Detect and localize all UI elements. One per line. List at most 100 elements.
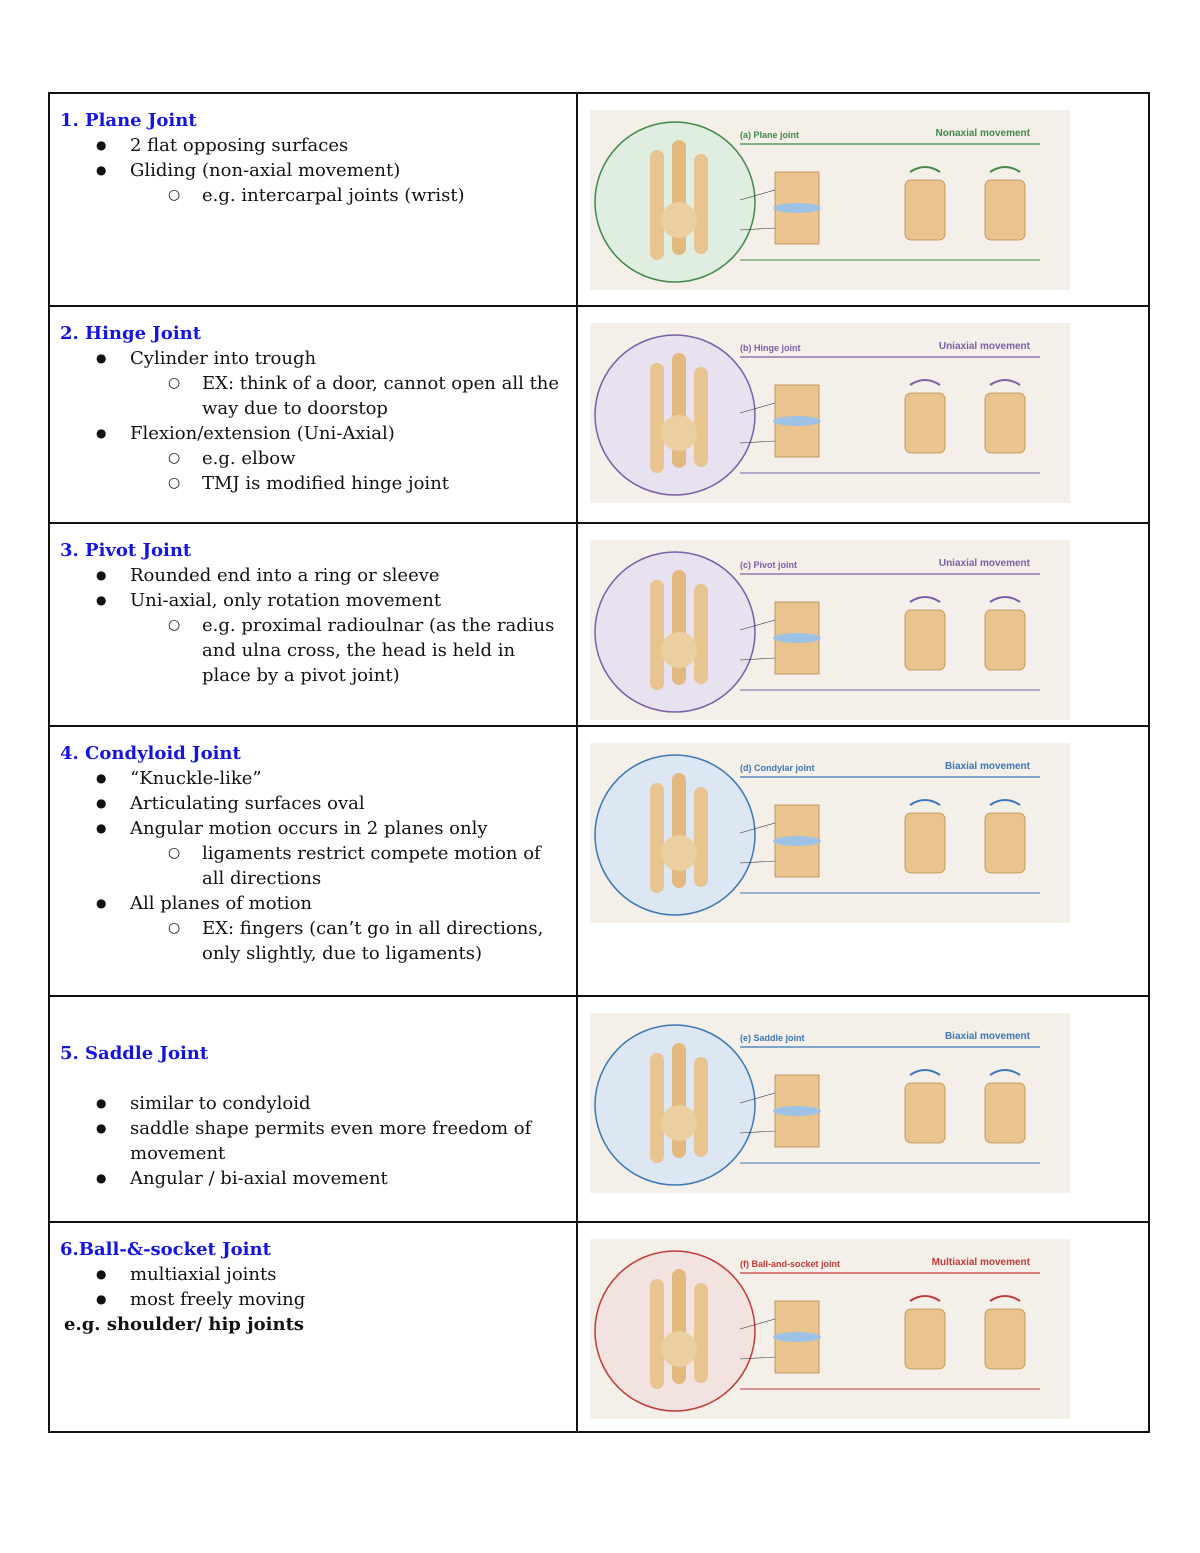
movement-model-shape — [984, 812, 1026, 874]
bone-shape — [694, 1057, 708, 1157]
movement-model-shape — [904, 179, 946, 241]
table-row: 2. Hinge Joint Cylinder into trough EX: … — [48, 305, 1150, 524]
articular-cartilage-shape — [773, 1332, 821, 1342]
movement-arrow — [989, 1069, 1021, 1076]
joint-model-block — [774, 1300, 820, 1336]
figure-movement-label: Biaxial movement — [944, 761, 1030, 772]
articular-cartilage-shape — [773, 633, 821, 643]
leader-line — [739, 1318, 776, 1330]
leader-line — [739, 402, 776, 414]
figure-title: (a) Plane joint — [740, 130, 800, 140]
ball-socket-joint-image-cell: (f) Ball-and-socket joint Multiaxial move… — [576, 1221, 1150, 1433]
joint-head-shape — [661, 202, 697, 238]
leader-line — [739, 189, 776, 201]
movement-model-shape — [904, 1308, 946, 1370]
articular-cartilage-shape — [773, 203, 821, 213]
joint-model-block — [774, 422, 820, 458]
ball-socket-example-note: e.g. shoulder/ hip joints — [64, 1314, 305, 1335]
movement-model-shape — [984, 1082, 1026, 1144]
leader-line — [739, 227, 776, 231]
saddle-joint-image-cell: (e) Saddle joint Biaxial movement — [576, 995, 1150, 1223]
movement-arrow — [909, 379, 941, 386]
list-item: Cylinder into trough — [60, 346, 566, 371]
plane-joint-figure: (a) Plane joint Nonaxial movement — [590, 110, 1070, 290]
list-item: 2 flat opposing surfaces — [60, 133, 566, 158]
joint-model-block — [774, 209, 820, 245]
condyloid-joint-text-cell: 4. Condyloid Joint “Knuckle-like” Articu… — [48, 725, 578, 997]
movement-arrow — [989, 166, 1021, 173]
pivot-joint-bullets: Rounded end into a ring or sleeve Uni-ax… — [60, 563, 566, 688]
anatomy-illustration — [594, 121, 1040, 283]
movement-arrow — [909, 799, 941, 806]
figure-title: (e) Saddle joint — [740, 1033, 805, 1043]
condyloid-joint-title: 4. Condyloid Joint — [60, 743, 241, 764]
plane-joint-bullets: 2 flat opposing surfaces Gliding (non-ax… — [60, 133, 566, 208]
anatomy-illustration — [594, 1024, 1040, 1186]
bone-shape — [694, 154, 708, 254]
joint-head-shape — [661, 835, 697, 871]
table-row: 3. Pivot Joint Rounded end into a ring o… — [48, 522, 1150, 727]
articular-cartilage-shape — [773, 1106, 821, 1116]
spacer — [60, 1066, 566, 1091]
ball-socket-joint-title: 6.Ball-&-socket Joint — [60, 1239, 271, 1260]
movement-arrow — [909, 166, 941, 173]
movement-model-shape — [984, 1308, 1026, 1370]
plane-joint-title: 1. Plane Joint — [60, 110, 197, 131]
bone-shape — [650, 150, 664, 260]
movement-arrow — [989, 379, 1021, 386]
sub-list-item: EX: think of a door, cannot open all the… — [60, 371, 566, 421]
joint-model-block — [774, 842, 820, 878]
list-item: similar to condyloid — [60, 1091, 566, 1116]
figure-title: (f) Ball-and-socket joint — [740, 1259, 841, 1269]
leader-line — [739, 619, 776, 631]
joint-head-shape — [661, 1331, 697, 1367]
joint-model-block — [774, 1338, 820, 1374]
anatomy-illustration — [594, 551, 1040, 713]
table-row: 5. Saddle Joint similar to condyloid sad… — [48, 995, 1150, 1223]
sub-list-item: EX: fingers (can’t go in all directions,… — [60, 916, 566, 966]
list-item: most freely moving — [60, 1287, 566, 1312]
saddle-joint-text-cell: 5. Saddle Joint similar to condyloid sad… — [48, 995, 578, 1223]
saddle-joint-figure: (e) Saddle joint Biaxial movement — [590, 1013, 1070, 1193]
pivot-joint-title: 3. Pivot Joint — [60, 540, 192, 561]
bone-shape — [650, 363, 664, 473]
list-item: Uni-axial, only rotation movement — [60, 588, 566, 613]
hinge-joint-text-cell: 2. Hinge Joint Cylinder into trough EX: … — [48, 305, 578, 524]
list-item: Rounded end into a ring or sleeve — [60, 563, 566, 588]
movement-model-shape — [984, 609, 1026, 671]
figure-movement-label: Biaxial movement — [944, 1031, 1030, 1042]
condyloid-joint-bullets: “Knuckle-like” Articulating surfaces ova… — [60, 766, 566, 966]
leader-line — [739, 860, 776, 864]
saddle-joint-bullets: similar to condyloid saddle shape permit… — [60, 1091, 566, 1191]
leader-line — [739, 440, 776, 444]
figure-title: (b) Hinge joint — [740, 343, 801, 353]
movement-model-shape — [984, 179, 1026, 241]
bone-shape — [650, 580, 664, 690]
bone-shape — [650, 1053, 664, 1163]
figure-movement-label: Multiaxial movement — [931, 1257, 1030, 1268]
leader-line — [739, 822, 776, 834]
ball-socket-joint-text-cell: 6.Ball-&-socket Joint multiaxial joints … — [48, 1221, 578, 1433]
joint-head-shape — [661, 1105, 697, 1141]
hinge-joint-title: 2. Hinge Joint — [60, 323, 202, 344]
joint-head-shape — [661, 415, 697, 451]
movement-arrow — [989, 799, 1021, 806]
figure-movement-label: Nonaxial movement — [935, 128, 1030, 139]
joint-model-block — [774, 1112, 820, 1148]
pivot-joint-text-cell: 3. Pivot Joint Rounded end into a ring o… — [48, 522, 578, 727]
list-item: All planes of motion — [60, 891, 566, 916]
table-row: 6.Ball-&-socket Joint multiaxial joints … — [48, 1221, 1150, 1433]
articular-cartilage-shape — [773, 836, 821, 846]
articular-cartilage-shape — [773, 416, 821, 426]
table-row: 4. Condyloid Joint “Knuckle-like” Articu… — [48, 725, 1150, 997]
ball-socket-joint-bullets: multiaxial joints most freely moving — [60, 1262, 566, 1312]
movement-model-shape — [904, 812, 946, 874]
sub-list-item: e.g. elbow — [60, 446, 566, 471]
movement-model-shape — [904, 1082, 946, 1144]
hinge-joint-bullets: Cylinder into trough EX: think of a door… — [60, 346, 566, 496]
leader-line — [739, 1130, 776, 1134]
